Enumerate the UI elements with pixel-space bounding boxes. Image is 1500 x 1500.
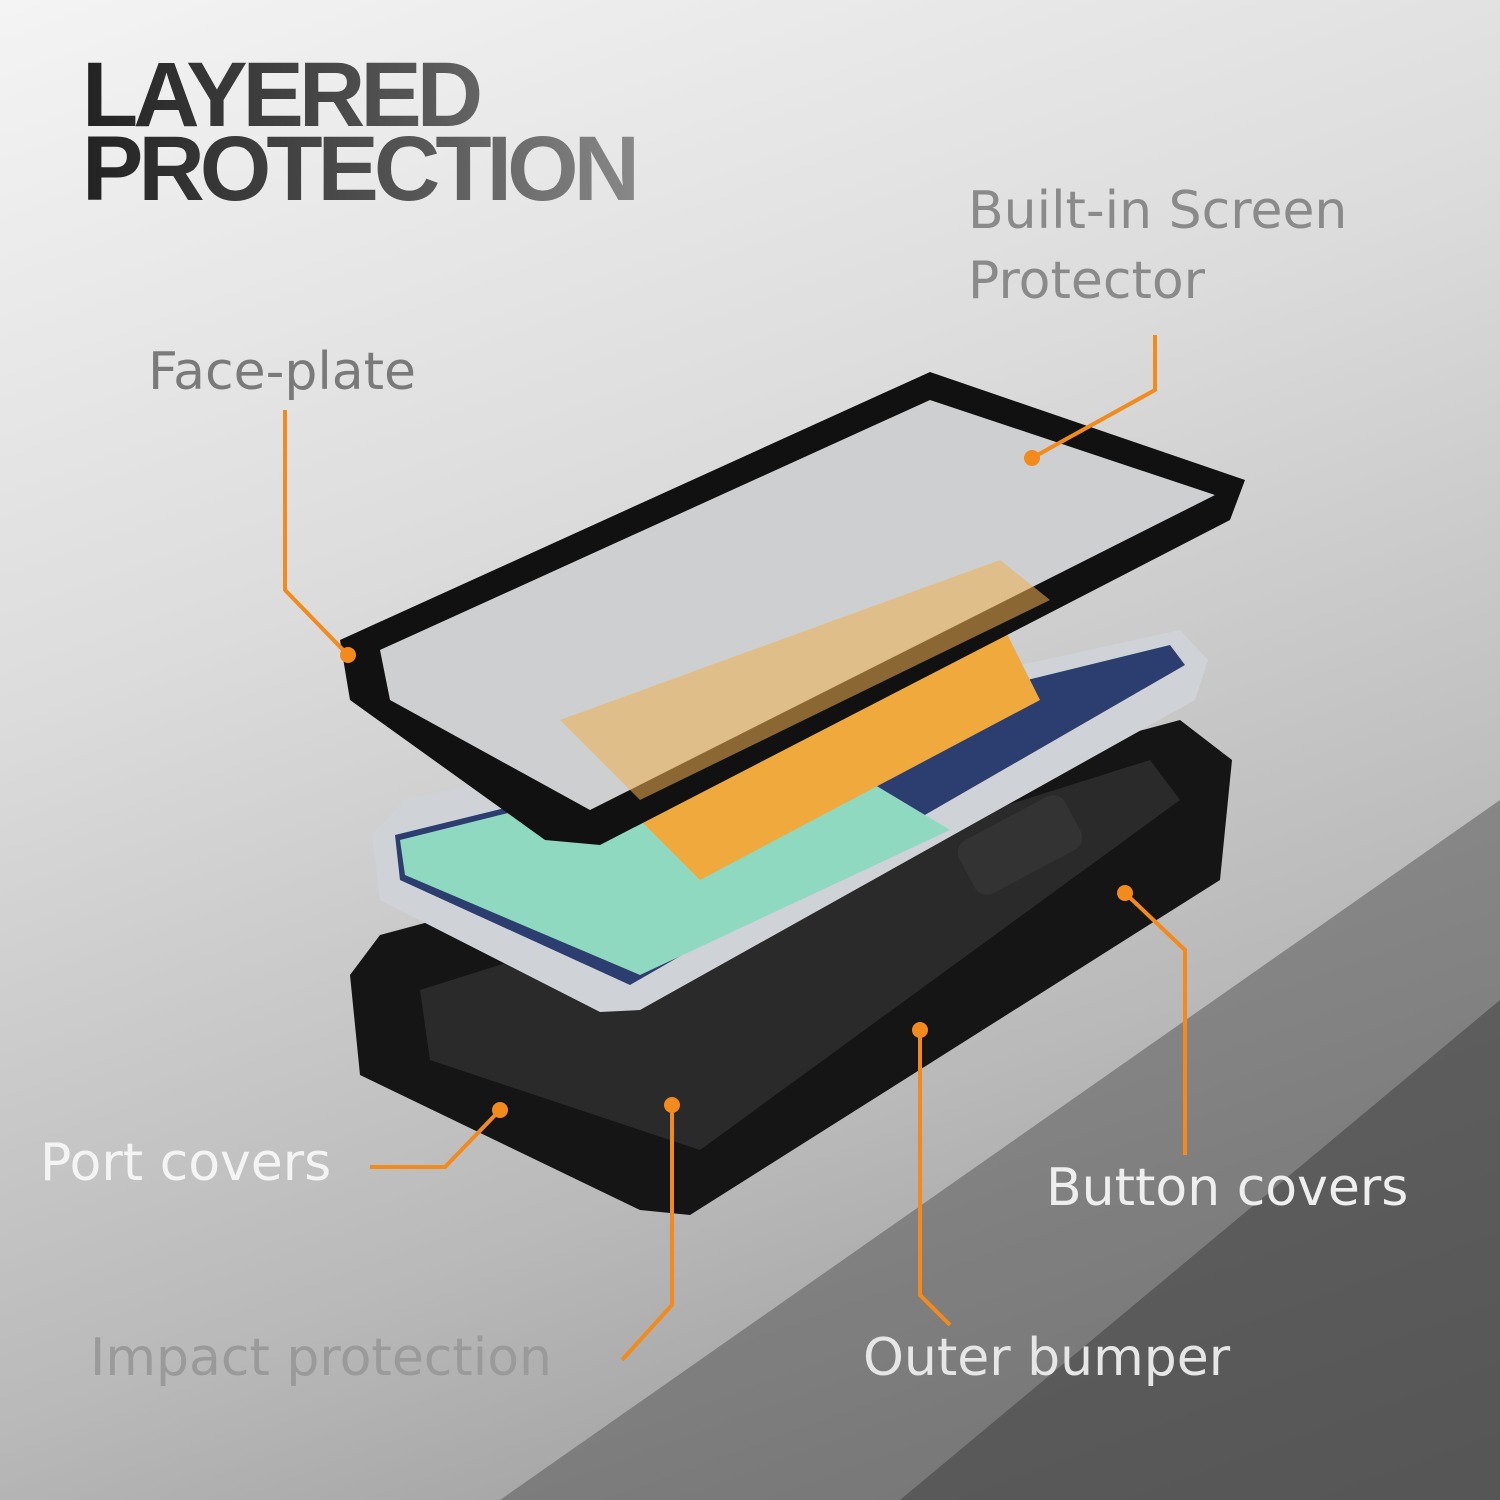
label-button-covers: Button covers bbox=[1046, 1158, 1409, 1218]
label-face-plate: Face-plate bbox=[148, 342, 417, 402]
label-screen-protector-line-2: Protector bbox=[968, 251, 1206, 311]
callout-dot bbox=[492, 1102, 508, 1118]
label-port-covers: Port covers bbox=[40, 1133, 332, 1193]
label-screen-protector-line-1: Built-in Screen bbox=[968, 181, 1348, 241]
callout-dot bbox=[1024, 450, 1040, 466]
label-impact-protection: Impact protection bbox=[90, 1328, 553, 1388]
impact-protection-leader bbox=[620, 1105, 674, 1362]
callout-dot bbox=[664, 1097, 680, 1113]
callout-dot bbox=[912, 1022, 928, 1038]
outer-bumper-leader bbox=[918, 1030, 952, 1327]
face-plate-leader bbox=[283, 410, 350, 657]
port-covers-leader bbox=[370, 1108, 502, 1169]
callout-dot bbox=[1117, 885, 1133, 901]
callout-dot bbox=[340, 647, 356, 663]
headline-line-1: LAYERED bbox=[82, 49, 635, 141]
screen-protector bbox=[380, 400, 1215, 810]
headline: LAYERED PROTECTION bbox=[82, 49, 640, 220]
label-screen-protector: Built-in Screen Protector bbox=[968, 176, 1347, 316]
label-outer-bumper: Outer bumper bbox=[863, 1328, 1231, 1388]
headline-line-2: PROTECTION bbox=[82, 118, 640, 220]
screen-protector-leader bbox=[1031, 335, 1157, 460]
button-covers-leader bbox=[1123, 891, 1187, 1155]
